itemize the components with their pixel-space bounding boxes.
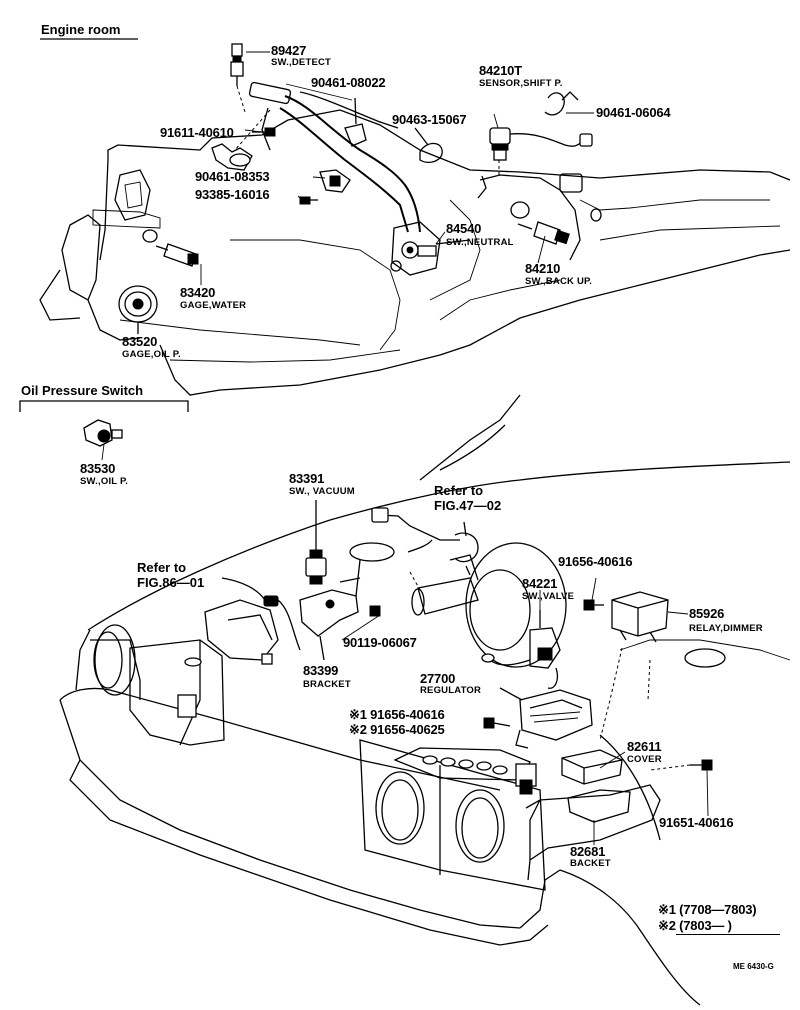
part-number-93385-16016[interactable]: 93385-16016 (195, 187, 270, 202)
part-name-84540: SW.,NEUTRAL (446, 237, 514, 248)
part-number-91651-40616[interactable]: 91651-40616 (659, 815, 734, 830)
part-number-82611[interactable]: 82611 (627, 739, 662, 754)
part-83420-drawing (155, 243, 199, 267)
part-number-83399[interactable]: 83399 (303, 663, 339, 678)
part-number-83530[interactable]: 83530 (80, 461, 116, 476)
part-89427-drawing (230, 43, 246, 113)
wire-harness-drawing (234, 81, 471, 276)
part-number-84210[interactable]: 84210 (525, 261, 561, 276)
part-number-90461-08022[interactable]: 90461-08022 (311, 75, 386, 90)
part-85926-drawing (611, 591, 669, 643)
section-title-engine-room: Engine room (41, 22, 121, 37)
note-2-underline (676, 934, 780, 935)
part-number-83520[interactable]: 83520 (122, 334, 158, 349)
part-number-91611-40610[interactable]: 91611-40610 (160, 125, 234, 140)
part-name-83399: BRACKET (303, 679, 351, 690)
part-82681-drawing (525, 784, 661, 881)
bolt-91656-mid-drawing (483, 717, 511, 729)
part-84210-drawing (517, 221, 570, 245)
part-number-90119-06067[interactable]: 90119-06067 (343, 635, 417, 650)
note-2: ※2 (7803— ) (658, 918, 732, 933)
part-name-89427: SW.,DETECT (271, 57, 332, 68)
part-name-84210: SW.,BACK UP. (525, 276, 593, 287)
part-number-85926[interactable]: 85926 (689, 606, 725, 621)
part-name-85926: RELAY,DIMMER (689, 623, 763, 634)
connector-fig86-drawing (221, 577, 301, 651)
part-number-90461-06064[interactable]: 90461-06064 (596, 105, 671, 120)
part-number-91656-40625-note2[interactable]: ※2 91656-40625 (349, 722, 445, 737)
section-markers (19, 38, 189, 412)
reference-fig86-link[interactable]: FIG.86—01 (137, 575, 205, 590)
part-number-84210T[interactable]: 84210T (479, 63, 522, 78)
part-name-83520: GAGE,OIL P. (122, 349, 181, 360)
clip-90463-15067-drawing (414, 127, 443, 164)
reference-fig86-label: Refer to (137, 560, 187, 575)
part-number-89427[interactable]: 89427 (271, 43, 307, 58)
part-number-90463-15067[interactable]: 90463-15067 (392, 112, 467, 127)
part-number-83420[interactable]: 83420 (180, 285, 216, 300)
leader-lines (101, 51, 709, 845)
section-title-oil-pressure-switch: Oil Pressure Switch (21, 383, 144, 398)
part-number-91656-40616-note1[interactable]: ※1 91656-40616 (349, 707, 445, 722)
part-number-91656-40616-top[interactable]: 91656-40616 (558, 554, 633, 569)
part-name-82611: COVER (627, 754, 662, 765)
part-number-83391[interactable]: 83391 (289, 471, 325, 486)
part-84210T-drawing (489, 91, 593, 175)
part-83391-drawing (299, 500, 381, 661)
part-name-84221: SW.,VALVE (522, 591, 575, 602)
part-number-84221[interactable]: 84221 (522, 576, 558, 591)
reference-fig47-link[interactable]: FIG.47—02 (434, 498, 502, 513)
part-84221-drawing (481, 610, 561, 689)
vehicle-body-drawing (59, 394, 791, 1006)
part-number-84540[interactable]: 84540 (446, 221, 482, 236)
part-name-82681: BACKET (570, 858, 611, 869)
hose-fig47-drawing (371, 507, 479, 576)
part-82611-drawing (561, 749, 623, 785)
part-name-84210T: SENSOR,SHIFT P. (479, 78, 563, 89)
clamp-90461-08022-drawing (344, 97, 367, 147)
bolt-91656-top-drawing (583, 599, 604, 611)
part-name-83391: SW., VACUUM (289, 486, 355, 497)
note-1: ※1 (7708—7803) (658, 902, 757, 917)
part-83520-drawing (118, 285, 158, 334)
reference-fig47-label: Refer to (434, 483, 484, 498)
part-83530-drawing (83, 419, 123, 447)
part-number-90461-08353[interactable]: 90461-08353 (195, 169, 270, 184)
part-number-27700[interactable]: 27700 (420, 671, 456, 686)
part-name-83530: SW.,OIL P. (80, 476, 129, 487)
bolts-left-drawing (211, 127, 351, 205)
part-name-27700: REGULATOR (420, 685, 482, 696)
part-name-83420: GAGE,WATER (180, 300, 247, 311)
part-number-82681[interactable]: 82681 (570, 844, 606, 859)
drawing-code: ME 6430-G (733, 962, 774, 971)
part-27700-drawing (499, 687, 593, 749)
engine-block-drawing (39, 109, 791, 396)
